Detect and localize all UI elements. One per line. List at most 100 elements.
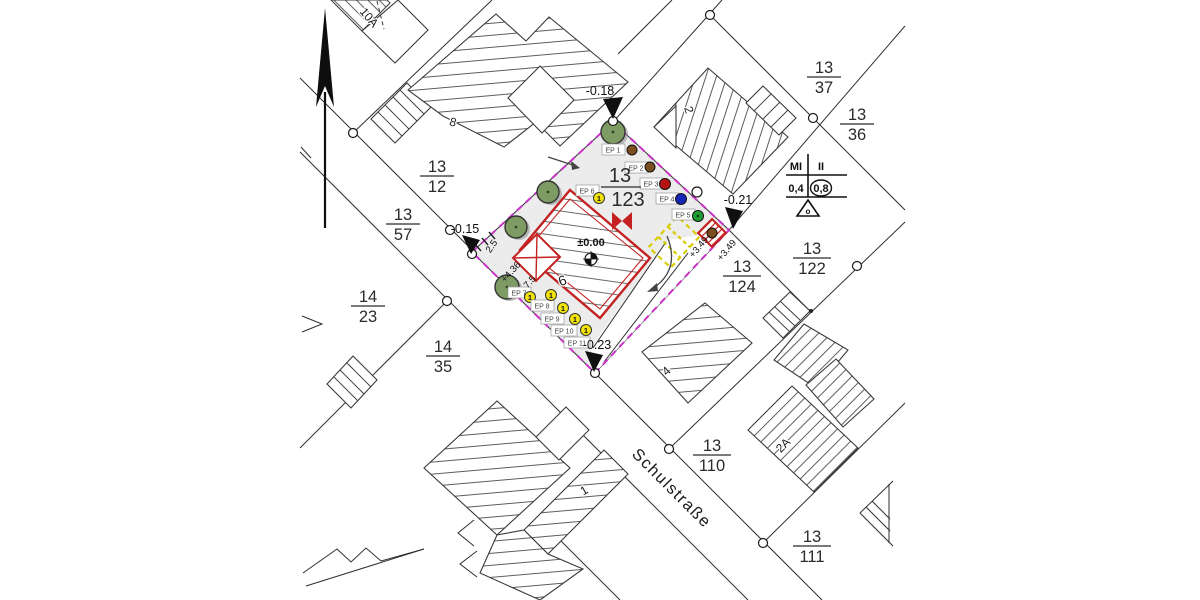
elevation-value: -0.18 — [586, 84, 615, 98]
elevation-value: -0.21 — [724, 193, 753, 207]
parcel-label-14-23: 14 23 — [351, 288, 385, 326]
ep-circle-marker — [557, 302, 569, 314]
ep-circle-number: 1 — [573, 315, 577, 324]
parcel-num: 14 — [434, 338, 452, 356]
ep-circle-number: 1 — [549, 291, 553, 300]
ep-dot — [675, 193, 687, 205]
bauweise-triangle — [795, 198, 821, 217]
partial-building-east — [859, 480, 894, 547]
parcel-label-site-13-123: 13 123 — [601, 165, 645, 211]
ep-circle-number: 1 — [561, 304, 565, 313]
parcel-num: 13 — [733, 258, 751, 276]
parcel-den: 122 — [798, 260, 826, 278]
gable-mark-left — [612, 212, 622, 230]
zoning-symbol: MI II 0,4 0,8 o — [786, 154, 847, 217]
shed-rungs — [333, 362, 372, 402]
gable-mark-right — [622, 212, 632, 230]
ep-box — [563, 336, 591, 349]
parcel-label-13-36: 13 36 — [840, 106, 874, 144]
parcel-num: 13 — [703, 437, 721, 455]
parcel-labels: 13 12 13 57 14 23 14 35 13 37 13 36 — [351, 59, 874, 566]
building-outline — [518, 188, 652, 320]
elevation-marks: -0.18 -0.15 -0.21 -0.23 — [451, 84, 753, 372]
entrance-arrow — [647, 235, 673, 292]
parcel-label-13-37: 13 37 — [807, 59, 841, 97]
ep-circle-number: 1 — [584, 326, 588, 335]
parcel-boundary-lines — [299, 0, 906, 600]
ep-label: EP 1 — [605, 148, 620, 155]
parcel-den: 111 — [799, 548, 824, 566]
ep-circle-marker — [593, 192, 605, 204]
parcel-label-13-122: 13 122 — [793, 240, 831, 278]
ep-box — [575, 184, 600, 197]
boundary-dot — [809, 309, 813, 313]
datum-mark: ±0.00 — [577, 237, 605, 267]
building-annex-cross — [512, 233, 561, 282]
parcel-den: 35 — [434, 358, 452, 376]
zoning-grz: 0,4 — [788, 183, 804, 195]
zoning-use: MI — [790, 161, 802, 173]
parcel-label-13-57: 13 57 — [386, 206, 420, 244]
ep-label: EP 5 — [675, 213, 690, 220]
parking-marking — [647, 214, 701, 270]
gfz-circle — [809, 179, 833, 197]
parcel-num: 13 — [815, 59, 833, 77]
parcel-label-14-35: 14 35 — [426, 338, 460, 376]
ep-box — [530, 299, 555, 312]
building-hatch — [520, 190, 650, 318]
parcel-label-13-110: 13 110 — [693, 437, 731, 475]
ep-label: EP 11 — [568, 341, 587, 348]
tree-icon — [536, 180, 562, 205]
zoning-gfz: 0,8 — [813, 183, 828, 195]
parcel-label-13-12: 13 12 — [420, 158, 454, 196]
ep-dot — [659, 178, 671, 190]
parcel-num: 13 — [848, 106, 866, 124]
ep-label: EP 7 — [511, 291, 526, 298]
access-arrow — [547, 156, 580, 170]
elevation-value: -0.23 — [583, 338, 612, 352]
house-2-annex-rungs — [753, 93, 789, 128]
house-10a-hatched — [330, 0, 391, 32]
house-10a-outline — [361, 0, 429, 64]
ep-label: EP 6 — [579, 189, 594, 196]
house-1-part-c — [479, 529, 585, 600]
ep-circle-number: 1 — [528, 293, 532, 302]
parcel-den: 36 — [848, 126, 866, 144]
datum-value: ±0.00 — [577, 237, 604, 249]
ep-label: EP 2 — [628, 166, 643, 173]
ep-circle-number: 1 — [597, 194, 601, 203]
ep-circle-marker — [569, 313, 581, 325]
parcel-den: 124 — [728, 278, 756, 296]
ep-label: EP 10 — [555, 329, 574, 336]
parcel-num: 13 — [428, 158, 446, 176]
parcel-num: 13 — [394, 206, 412, 224]
parcel-num: 13 — [609, 165, 631, 187]
house-2-gable — [653, 104, 677, 150]
ep-circle-marker — [545, 289, 557, 301]
parcel-label-13-111: 13 111 — [793, 528, 831, 566]
building-inner-wall — [526, 198, 644, 310]
parcel-den: 57 — [394, 226, 412, 244]
open-survey-point — [691, 186, 703, 198]
parcel-den: 37 — [815, 79, 833, 97]
ep-dot — [626, 144, 638, 156]
parcel-num: 13 — [803, 528, 821, 546]
ep-box — [550, 324, 578, 337]
tree-icon — [504, 215, 530, 240]
east-ladder-rungs — [768, 300, 801, 332]
ep-dot-center — [696, 214, 700, 218]
house-1-gap — [535, 406, 590, 461]
existing-buildings — [326, 0, 894, 600]
house-10a-dashed-edge — [376, 0, 385, 30]
planned-building — [511, 188, 652, 320]
house-8-courtyard — [507, 65, 575, 134]
house-2a — [747, 385, 859, 493]
ep-label: EP 3 — [643, 182, 658, 189]
removal-marker — [696, 217, 728, 249]
ep-circle-marker — [580, 324, 592, 336]
ep-label: EP 8 — [534, 304, 549, 311]
elevation-value: -0.15 — [451, 222, 480, 236]
house-4 — [641, 302, 753, 404]
